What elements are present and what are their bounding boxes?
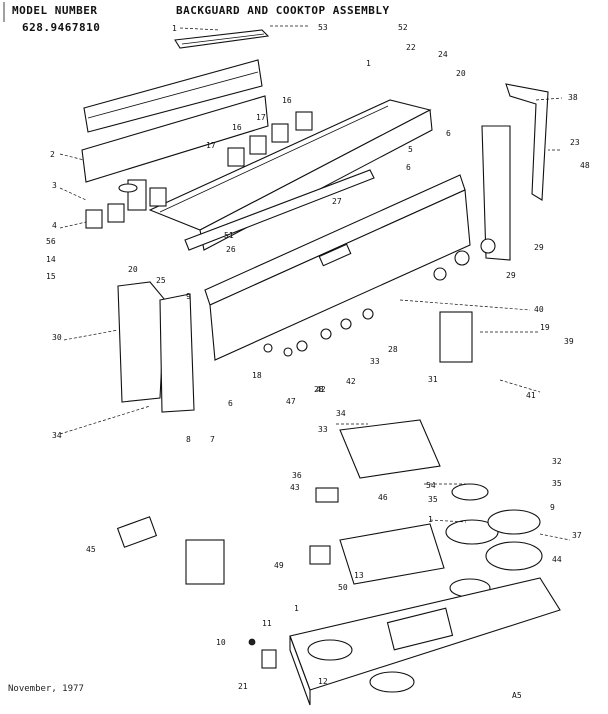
callout: 9 <box>186 292 191 301</box>
callout: 54 <box>426 481 436 490</box>
callout: 36 <box>292 471 302 480</box>
misc-brackets <box>116 487 339 669</box>
model-number-value: 628.9467810 <box>22 21 101 34</box>
callout: 46 <box>378 493 388 502</box>
callout: 23 <box>570 138 580 147</box>
callout: 1 <box>366 59 371 68</box>
callout: 9 <box>550 503 555 512</box>
callout: 18 <box>252 371 262 380</box>
callout: 38 <box>568 93 578 102</box>
right-bracket <box>481 83 549 261</box>
callout: 15 <box>46 272 56 281</box>
callout-labels: 1 53 52 22 24 20 16 17 16 17 1 2 3 4 56 … <box>46 23 590 700</box>
page-code: A5 <box>512 691 522 700</box>
cooktop-main-top <box>289 577 561 706</box>
callout: 49 <box>274 561 284 570</box>
callout: 51 <box>224 231 234 240</box>
callout: 16 <box>282 96 292 105</box>
switch-knobs-group <box>227 111 313 167</box>
callout: 27 <box>332 197 342 206</box>
leader-lines <box>59 25 571 541</box>
callout: 34 <box>52 431 62 440</box>
left-knob-group <box>85 179 167 229</box>
left-end-panel <box>117 281 195 413</box>
callout: 19 <box>540 323 550 332</box>
callout: 7 <box>210 435 215 444</box>
center-tray <box>339 523 445 585</box>
callout: 33 <box>370 357 380 366</box>
callout: 20 <box>456 69 466 78</box>
callout: 21 <box>238 682 248 691</box>
callout: 29 <box>506 271 516 280</box>
callout: 37 <box>572 531 582 540</box>
model-number-label: MODEL NUMBER <box>12 4 98 17</box>
callout: 44 <box>552 555 562 564</box>
callout: 48 <box>580 161 590 170</box>
callout: 39 <box>564 337 574 346</box>
surface-unit-plate <box>339 419 441 479</box>
footer-date: November, 1977 <box>8 684 84 694</box>
callout: 47 <box>286 397 296 406</box>
callout: 45 <box>86 545 96 554</box>
callout: 4 <box>52 221 57 230</box>
callout: 1 <box>172 24 177 33</box>
callout: 35 <box>428 495 438 504</box>
callout: 3 <box>52 181 57 190</box>
control-panel-front <box>204 174 471 361</box>
callout: 26 <box>226 245 236 254</box>
callout: 17 <box>206 141 216 150</box>
callout: 56 <box>46 237 56 246</box>
callout: 6 <box>446 129 451 138</box>
callout: 1 <box>294 604 299 613</box>
callout: 52 <box>398 23 408 32</box>
callout: 17 <box>256 113 266 122</box>
callout: 11 <box>262 619 272 628</box>
callout: 12 <box>318 677 328 686</box>
callout: 33 <box>318 425 328 434</box>
callout: 22 <box>406 43 416 52</box>
callout: 43 <box>290 483 300 492</box>
callout: 41 <box>526 391 536 400</box>
callout: 42 <box>346 377 356 386</box>
callout: 14 <box>46 255 56 264</box>
callout: 53 <box>318 23 328 32</box>
callout: 24 <box>438 50 448 59</box>
callout: 32 <box>552 457 562 466</box>
backguard-trim-strip <box>81 95 269 183</box>
callout: 40 <box>534 305 544 314</box>
callout: 34 <box>336 409 346 418</box>
callout: 16 <box>232 123 242 132</box>
callout: 31 <box>428 375 438 384</box>
callout: 29 <box>534 243 544 252</box>
callout: 6 <box>228 399 233 408</box>
callout: 28 <box>314 385 324 394</box>
callout: 2 <box>50 150 55 159</box>
clock-tube <box>184 169 375 251</box>
callout: 1 <box>428 515 433 524</box>
small-switch-parts <box>263 238 496 363</box>
callout: 20 <box>128 265 138 274</box>
callout: 10 <box>216 638 226 647</box>
diagram-title: BACKGUARD AND COOKTOP ASSEMBLY <box>176 4 390 17</box>
callout: 50 <box>338 583 348 592</box>
callout: 13 <box>354 571 364 580</box>
callout: 42 <box>316 385 326 394</box>
callout: 25 <box>156 276 166 285</box>
backguard-top-rail <box>174 29 270 49</box>
callout: 8 <box>186 435 191 444</box>
backguard-glass-panel <box>83 59 263 133</box>
callout: 5 <box>408 145 413 154</box>
callout: 35 <box>552 479 562 488</box>
callout: 30 <box>52 333 62 342</box>
callout: 28 <box>388 345 398 354</box>
callout: 6 <box>406 163 411 172</box>
